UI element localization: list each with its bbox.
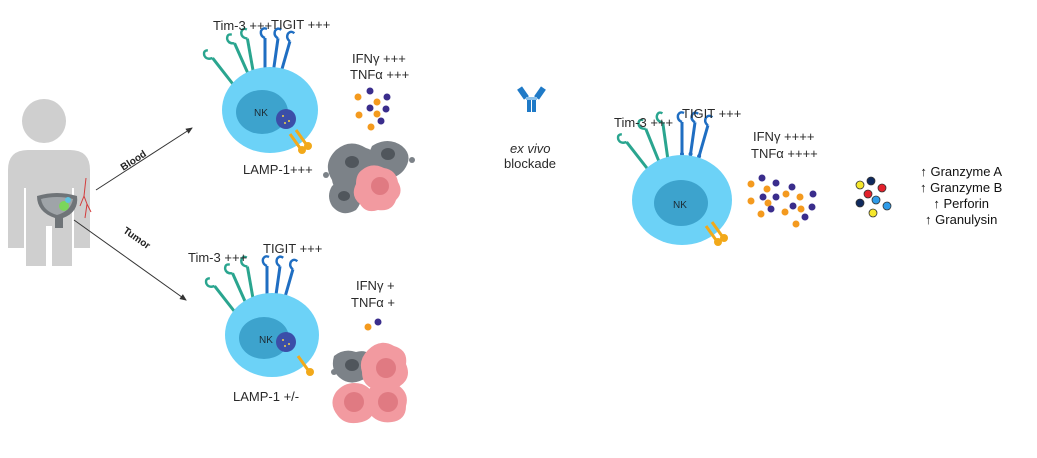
treated-tigit-label: TIGIT +++ xyxy=(682,106,742,121)
effector-granules-icon xyxy=(855,176,892,218)
blood-vessel-icon xyxy=(79,177,92,219)
blood-arrow xyxy=(95,127,193,191)
blood-ifng-label: IFNγ +++ xyxy=(352,51,406,66)
treated-nk-cell xyxy=(614,110,732,248)
effector-item-granzyme-a: ↑ Granzyme A xyxy=(920,164,1002,179)
tumor-lamp1-label: LAMP-1 +/- xyxy=(233,389,300,404)
blockade-label-line2: blockade xyxy=(504,156,557,171)
tumor-tnfa-label: TNFα + xyxy=(351,295,395,310)
tumor-ifng-label: IFNγ + xyxy=(356,278,395,293)
blood-tigit-label: TIGIT +++ xyxy=(271,17,331,32)
tumor-nk-label: NK xyxy=(259,335,273,346)
blood-target-cells xyxy=(323,141,415,214)
tumor-arrow xyxy=(73,219,187,301)
effector-item-granzyme-b: ↑ Granzyme B xyxy=(920,180,1003,195)
tumor-target-cells xyxy=(331,342,408,424)
blood-nk-label: NK xyxy=(254,108,268,119)
patient-figure xyxy=(8,99,92,266)
granule-icon xyxy=(276,332,296,352)
granule-icon xyxy=(276,109,296,129)
tumor-cytokines xyxy=(364,318,382,331)
blood-lamp1-label: LAMP-1+++ xyxy=(243,162,313,177)
tumor-arrow-label: Tumor xyxy=(121,225,152,251)
effector-molecule-list: ↑ Granzyme A ↑ Granzyme B ↑ Perforin ↑ G… xyxy=(920,164,1002,228)
tumor-nk-cell xyxy=(202,254,319,378)
treated-ifng-label: IFNγ ++++ xyxy=(753,129,815,144)
treated-tim3-label: Tim-3 +++ xyxy=(614,115,674,130)
treated-cytokines xyxy=(747,174,817,228)
treated-tnfa-label: TNFα ++++ xyxy=(751,146,818,161)
bladder-tumor-icon xyxy=(59,201,69,211)
effector-item-granulysin: ↑ Granulysin xyxy=(925,212,998,227)
tumor-tigit-label: TIGIT +++ xyxy=(263,241,323,256)
patient-head xyxy=(22,99,66,143)
blood-tim3-label: Tim-3 +++ xyxy=(213,18,273,33)
tumor-tim3-label: Tim-3 +++ xyxy=(188,250,248,265)
effector-item-perforin: ↑ Perforin xyxy=(933,196,989,211)
blood-tnfa-label: TNFα +++ xyxy=(350,67,410,82)
blood-cytokines xyxy=(354,87,391,131)
blood-arrow-label: Blood xyxy=(119,149,149,174)
blockade-label-line1: ex vivo xyxy=(510,141,551,156)
treated-nk-label: NK xyxy=(673,200,687,211)
blood-nk-cell xyxy=(200,26,318,156)
antibody-icon xyxy=(517,86,546,112)
